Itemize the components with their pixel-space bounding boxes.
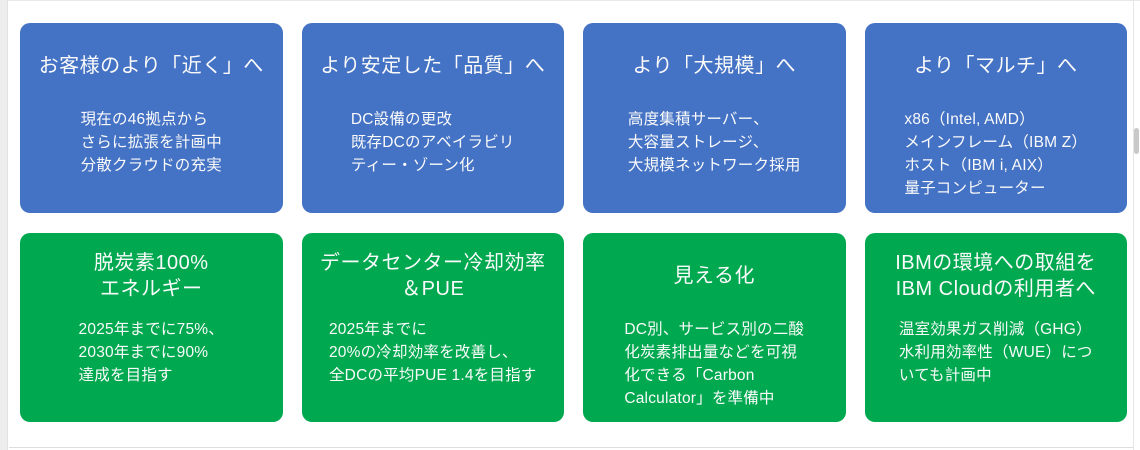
card-body: 2025年までに 20%の冷却効率を改善し、 全DCの平均PUE 1.4を目指す <box>328 321 537 384</box>
card-title: より安定した「品質」へ <box>320 55 546 77</box>
card-body: 2025年までに75%、 2030年までに90% 達成を目指す <box>78 321 224 384</box>
card-visualization: 見える化 DC別、サービス別の二酸 化炭素排出量などを可視 化できる「Carbo… <box>583 233 846 422</box>
card-title: より「マルチ」へ <box>913 55 1078 77</box>
card-body: 現在の46拠点から さらに拡張を計画中 分散クラウドの充実 <box>80 111 222 174</box>
card-title: データセンター冷却効率 ＆PUE <box>320 252 546 300</box>
card-body: 温室効果ガス削減（GHG） 水利用効率性（WUE）につ いても計画中 <box>898 321 1093 384</box>
card-body: 高度集積サーバー、 大容量ストレージ、 大規模ネットワーク採用 <box>627 111 801 174</box>
card-body: x86（Intel, AMD） メインフレーム（IBM Z） ホスト（IBM i… <box>904 111 1088 197</box>
card-carbon-free-energy: 脱炭素100% エネルギー 2025年までに75%、 2030年までに90% 達… <box>20 233 283 422</box>
card-cooling-efficiency-pue: データセンター冷却効率 ＆PUE 2025年までに 20%の冷却効率を改善し、 … <box>301 233 564 422</box>
card-closer-to-customers: お客様のより「近く」へ 現在の46拠点から さらに拡張を計画中 分散クラウドの充… <box>20 23 283 213</box>
card-ibm-environment-to-users: IBMの環境への取組を IBM Cloudの利用者へ 温室効果ガス削減（GHG）… <box>864 233 1127 422</box>
card-title: 脱炭素100% エネルギー <box>93 252 209 300</box>
top-divider <box>8 0 1140 1</box>
card-title: お客様のより「近く」へ <box>38 55 264 77</box>
card-title: 見える化 <box>673 265 755 287</box>
scrollbar-track <box>1133 0 1134 450</box>
scrollbar-thumb[interactable] <box>1134 128 1139 154</box>
left-gutter <box>0 0 8 450</box>
card-title: より「大規模」へ <box>632 55 797 77</box>
card-grid: お客様のより「近く」へ 現在の46拠点から さらに拡張を計画中 分散クラウドの充… <box>20 23 1127 422</box>
card-body: DC設備の更改 既存DCのアベイラビリ ティー・ゾーン化 <box>350 111 515 174</box>
card-title: IBMの環境への取組を IBM Cloudの利用者へ <box>895 252 1097 300</box>
card-larger-scale: より「大規模」へ 高度集積サーバー、 大容量ストレージ、 大規模ネットワーク採用 <box>583 23 846 213</box>
bottom-divider <box>9 447 1133 448</box>
card-body: DC別、サービス別の二酸 化炭素排出量などを可視 化できる「Carbon Cal… <box>624 321 805 407</box>
card-more-multi: より「マルチ」へ x86（Intel, AMD） メインフレーム（IBM Z） … <box>864 23 1127 213</box>
card-more-stable-quality: より安定した「品質」へ DC設備の更改 既存DCのアベイラビリ ティー・ゾーン化 <box>301 23 564 213</box>
